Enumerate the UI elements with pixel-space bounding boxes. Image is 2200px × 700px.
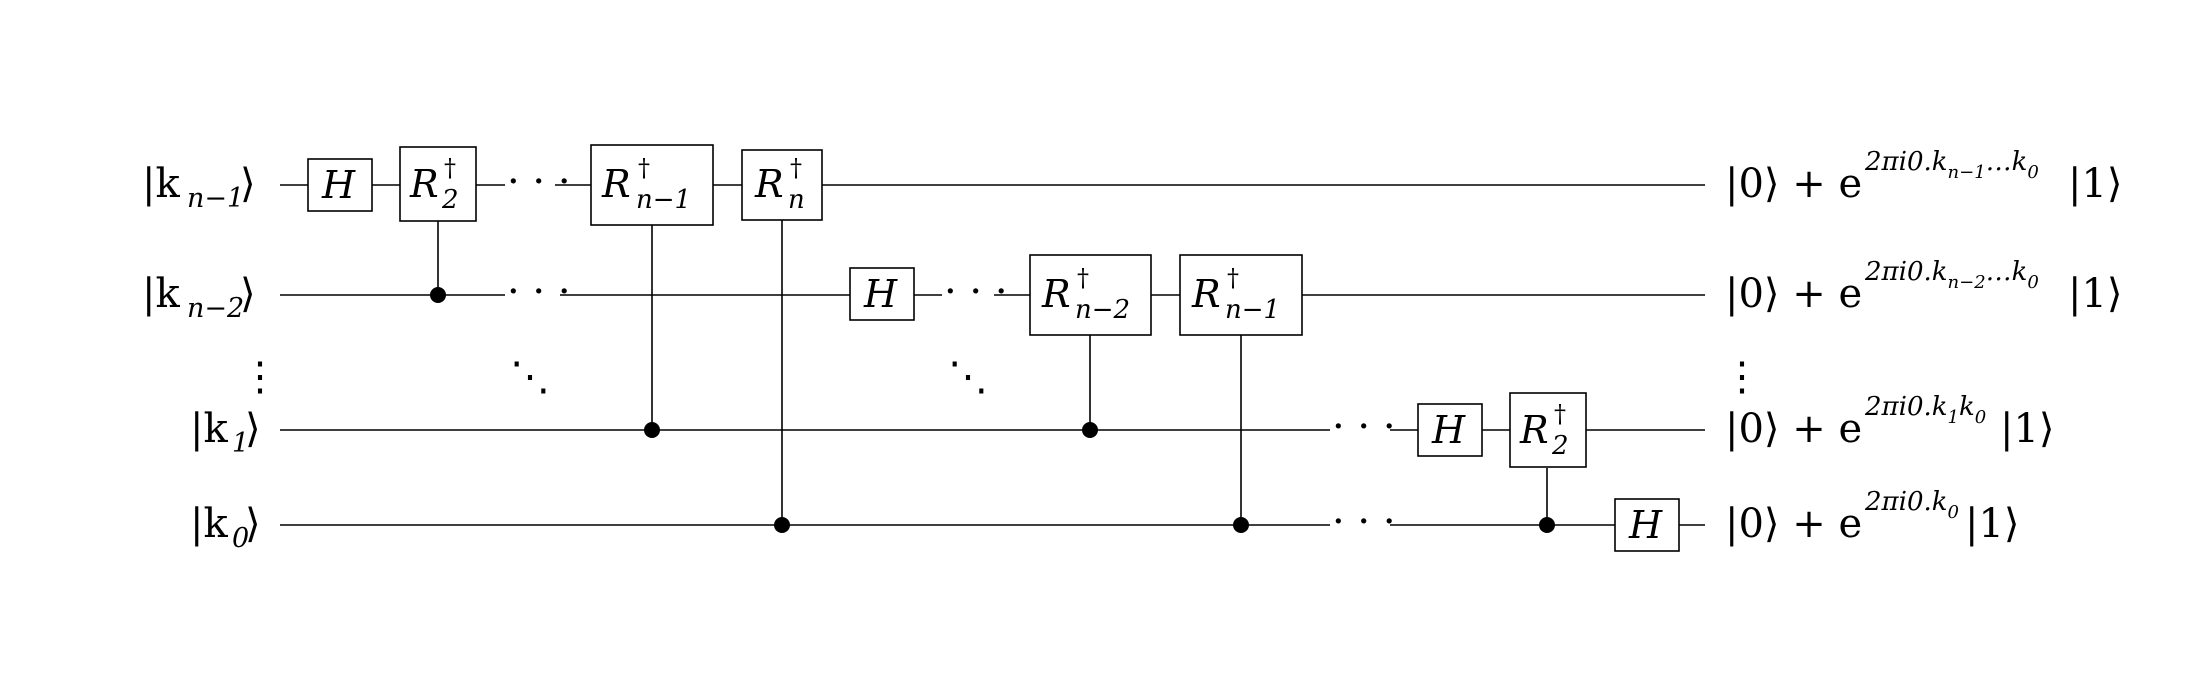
svg-text:n−1: n−1 (1225, 295, 1280, 325)
gate-rn-2-dagger: R † n−2 (1029, 254, 1152, 336)
svg-text:|0⟩ + e: |0⟩ + e (1725, 406, 1862, 452)
svg-text:R: R (1191, 272, 1221, 316)
svg-text:2πi0.kn−1…k0: 2πi0.kn−1…k0 (1864, 147, 2039, 183)
ellipsis-horizontal: · · · (1332, 499, 1396, 545)
svg-text:n: n (788, 185, 805, 215)
svg-text:2: 2 (441, 185, 459, 215)
svg-text:⟩: ⟩ (240, 271, 256, 317)
control-dot (774, 517, 790, 533)
svg-text:R: R (754, 162, 784, 206)
ellipsis-diagonal: ⋱ (948, 354, 988, 400)
ellipsis-horizontal: · · · (507, 269, 571, 315)
control-dot (1233, 517, 1249, 533)
gate-h: H (1614, 498, 1680, 552)
svg-text:†: † (638, 154, 650, 182)
svg-text:R: R (601, 162, 631, 206)
svg-text:⟩: ⟩ (240, 161, 256, 207)
svg-text:|k: |k (190, 406, 228, 452)
svg-text:|1⟩: |1⟩ (2068, 271, 2123, 317)
svg-text:H: H (1431, 408, 1466, 452)
control-dot (644, 422, 660, 438)
svg-text:|0⟩ + e: |0⟩ + e (1725, 161, 1862, 207)
gate-rn-1-dagger: R † n−1 (590, 144, 714, 226)
svg-text:n−2: n−2 (1075, 295, 1130, 325)
ellipsis-horizontal: · · · (944, 269, 1008, 315)
svg-text:⟩: ⟩ (245, 406, 261, 452)
control-dot (1539, 517, 1555, 533)
svg-text:|1⟩: |1⟩ (1965, 501, 2020, 547)
output-state-2: |0⟩ + e 2πi0.k1k0 |1⟩ (1725, 392, 2055, 452)
svg-text:†: † (1554, 400, 1566, 428)
svg-text:H: H (1628, 503, 1663, 547)
svg-text:1: 1 (232, 428, 249, 459)
svg-text:†: † (444, 154, 456, 182)
svg-text:n−1: n−1 (636, 185, 691, 215)
input-ket-k1: |k 1 ⟩ (190, 406, 261, 459)
ellipsis-vertical: ⋮ (240, 354, 280, 400)
input-ket-kn-2: |k n−2 ⟩ (142, 271, 256, 324)
gate-rn-dagger: R † n (741, 149, 823, 221)
svg-text:H: H (863, 272, 898, 316)
svg-text:|0⟩ + e: |0⟩ + e (1725, 501, 1862, 547)
svg-text:R: R (1041, 272, 1071, 316)
svg-text:†: † (1227, 264, 1239, 292)
svg-text:H: H (321, 163, 356, 207)
svg-text:|0⟩ + e: |0⟩ + e (1725, 271, 1862, 317)
control-dot (430, 287, 446, 303)
svg-text:2πi0.k0: 2πi0.k0 (1864, 487, 1959, 523)
gate-h: H (307, 158, 373, 212)
output-state-0: |0⟩ + e 2πi0.kn−1…k0 |1⟩ (1725, 147, 2123, 207)
input-ket-kn-1: |k n−1 ⟩ (142, 161, 256, 214)
svg-text:0: 0 (232, 523, 249, 554)
output-state-1: |0⟩ + e 2πi0.kn−2…k0 |1⟩ (1725, 257, 2123, 317)
ellipsis-diagonal: ⋱ (510, 354, 550, 400)
gate-h: H (1417, 403, 1483, 457)
ellipsis-horizontal: · · · (507, 159, 571, 205)
ellipsis-horizontal: · · · (1332, 404, 1396, 450)
gate-r2-dagger: R † 2 (399, 146, 477, 222)
svg-text:n−2: n−2 (187, 293, 244, 324)
svg-text:R: R (409, 162, 439, 206)
svg-text:2πi0.kn−2…k0: 2πi0.kn−2…k0 (1864, 257, 2039, 293)
svg-text:⟩: ⟩ (245, 501, 261, 547)
svg-text:|1⟩: |1⟩ (2000, 406, 2055, 452)
gate-r2-dagger: R † 2 (1509, 392, 1587, 468)
svg-text:|k: |k (142, 161, 180, 207)
gate-rn-1-dagger: R † n−1 (1179, 254, 1303, 336)
svg-text:†: † (1077, 264, 1089, 292)
control-dot (1082, 422, 1098, 438)
gate-h: H (849, 267, 915, 321)
svg-text:|k: |k (142, 271, 180, 317)
svg-text:n−1: n−1 (187, 183, 244, 214)
output-state-3: |0⟩ + e 2πi0.k0 |1⟩ (1725, 487, 2020, 547)
ellipsis-vertical: ⋮ (1722, 354, 1762, 400)
svg-text:|k: |k (190, 501, 228, 547)
svg-text:R: R (1519, 408, 1549, 452)
svg-text:2πi0.k1k0: 2πi0.k1k0 (1864, 392, 1986, 428)
svg-text:|1⟩: |1⟩ (2068, 161, 2123, 207)
svg-text:2: 2 (1551, 431, 1569, 461)
input-ket-k0: |k 0 ⟩ (190, 501, 261, 554)
svg-text:†: † (790, 154, 802, 182)
